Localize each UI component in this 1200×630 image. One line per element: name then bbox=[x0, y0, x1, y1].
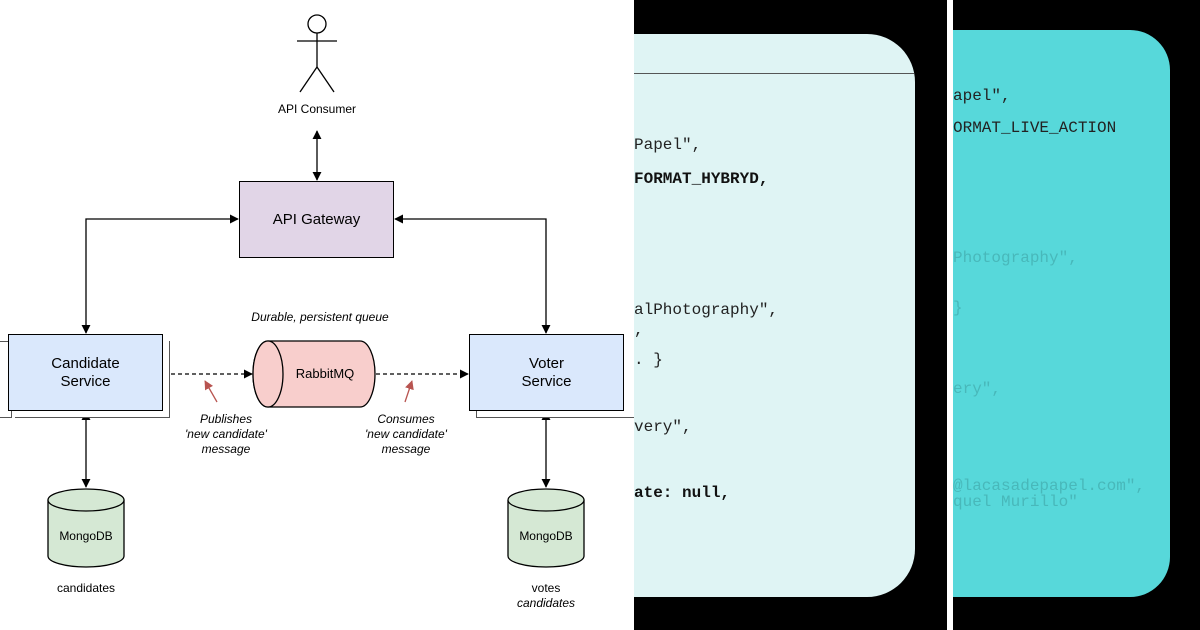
consume-note-line3: message bbox=[381, 442, 431, 456]
mongodb-left-label: MongoDB bbox=[59, 529, 113, 543]
mongodb-right-label: MongoDB bbox=[519, 529, 573, 543]
mongodb-left-shape bbox=[47, 488, 125, 568]
mongodb-right-caption-line1: votes bbox=[531, 581, 561, 595]
code-line: ate: null, bbox=[634, 484, 731, 502]
mongodb-right-caption-line2: candidates bbox=[516, 596, 576, 610]
mongodb-left-caption: candidates bbox=[56, 581, 116, 595]
gateway-candidate-arrow bbox=[81, 214, 239, 334]
code-line: } bbox=[953, 299, 963, 317]
code-line: quel Murillo" bbox=[953, 493, 1078, 511]
code-panel-teal-frame: apel", ORMAT_LIVE_ACTION Photography", }… bbox=[953, 0, 1200, 630]
consume-note: Consumes 'new candidate' message bbox=[346, 412, 466, 457]
code-line: alPhotography", bbox=[634, 301, 779, 319]
api-consumer-label: API Consumer bbox=[277, 102, 357, 116]
code-line: FORMAT_HYBRYD, bbox=[634, 170, 769, 188]
panel-divider bbox=[947, 0, 953, 630]
mongodb-right-shape bbox=[507, 488, 585, 568]
code-panel-light: Papel", FORMAT_HYBRYD, alPhotography", ,… bbox=[634, 34, 915, 597]
queue-caption: Durable, persistent queue bbox=[251, 310, 389, 324]
candidate-service-label-line1: Candidate bbox=[51, 354, 120, 372]
api-gateway-label: API Gateway bbox=[272, 210, 361, 228]
code-panel-teal: apel", ORMAT_LIVE_ACTION Photography", }… bbox=[953, 30, 1170, 597]
publish-note-line2: 'new candidate' bbox=[185, 427, 267, 441]
rabbitmq-queue-shape bbox=[252, 340, 376, 408]
panel-header-divider bbox=[634, 73, 915, 74]
code-line: Photography", bbox=[953, 249, 1078, 267]
api-gateway-box: API Gateway bbox=[239, 181, 394, 258]
publish-note-line3: message bbox=[201, 442, 251, 456]
voter-service-label-line2: Service bbox=[521, 372, 572, 390]
publish-note-line1: Publishes bbox=[199, 412, 253, 426]
gateway-voter-arrow bbox=[394, 214, 551, 334]
rabbitmq-label: RabbitMQ bbox=[295, 366, 355, 381]
consume-note-line2: 'new candidate' bbox=[365, 427, 447, 441]
mongodb-right-caption: votes candidates bbox=[496, 581, 596, 611]
code-line: ery", bbox=[953, 380, 1002, 398]
code-line: ORMAT_LIVE_ACTION bbox=[953, 119, 1117, 137]
architecture-diagram: API Consumer API Gateway Candidate Servi… bbox=[0, 14, 634, 611]
code-line: very", bbox=[634, 418, 692, 436]
candidate-service-box: Candidate Service bbox=[8, 334, 163, 411]
code-line: apel", bbox=[953, 87, 1011, 105]
user-actor-icon bbox=[297, 14, 337, 93]
publish-note-pointer bbox=[204, 380, 218, 403]
code-line: Papel", bbox=[634, 136, 702, 154]
consume-note-pointer bbox=[404, 380, 414, 403]
consume-note-line1: Consumes bbox=[377, 412, 435, 426]
voter-service-box: Voter Service bbox=[469, 334, 624, 411]
code-panel-light-frame: Papel", FORMAT_HYBRYD, alPhotography", ,… bbox=[634, 0, 947, 630]
code-line: , bbox=[634, 321, 644, 339]
code-line: . } bbox=[634, 351, 663, 369]
diagram-connectors bbox=[47, 14, 585, 568]
voter-service-label-line1: Voter bbox=[528, 354, 565, 372]
candidate-service-label-line2: Service bbox=[60, 372, 111, 390]
publish-note: Publishes 'new candidate' message bbox=[166, 412, 286, 457]
code-line: @lacasadepapel.com", bbox=[953, 477, 1146, 495]
